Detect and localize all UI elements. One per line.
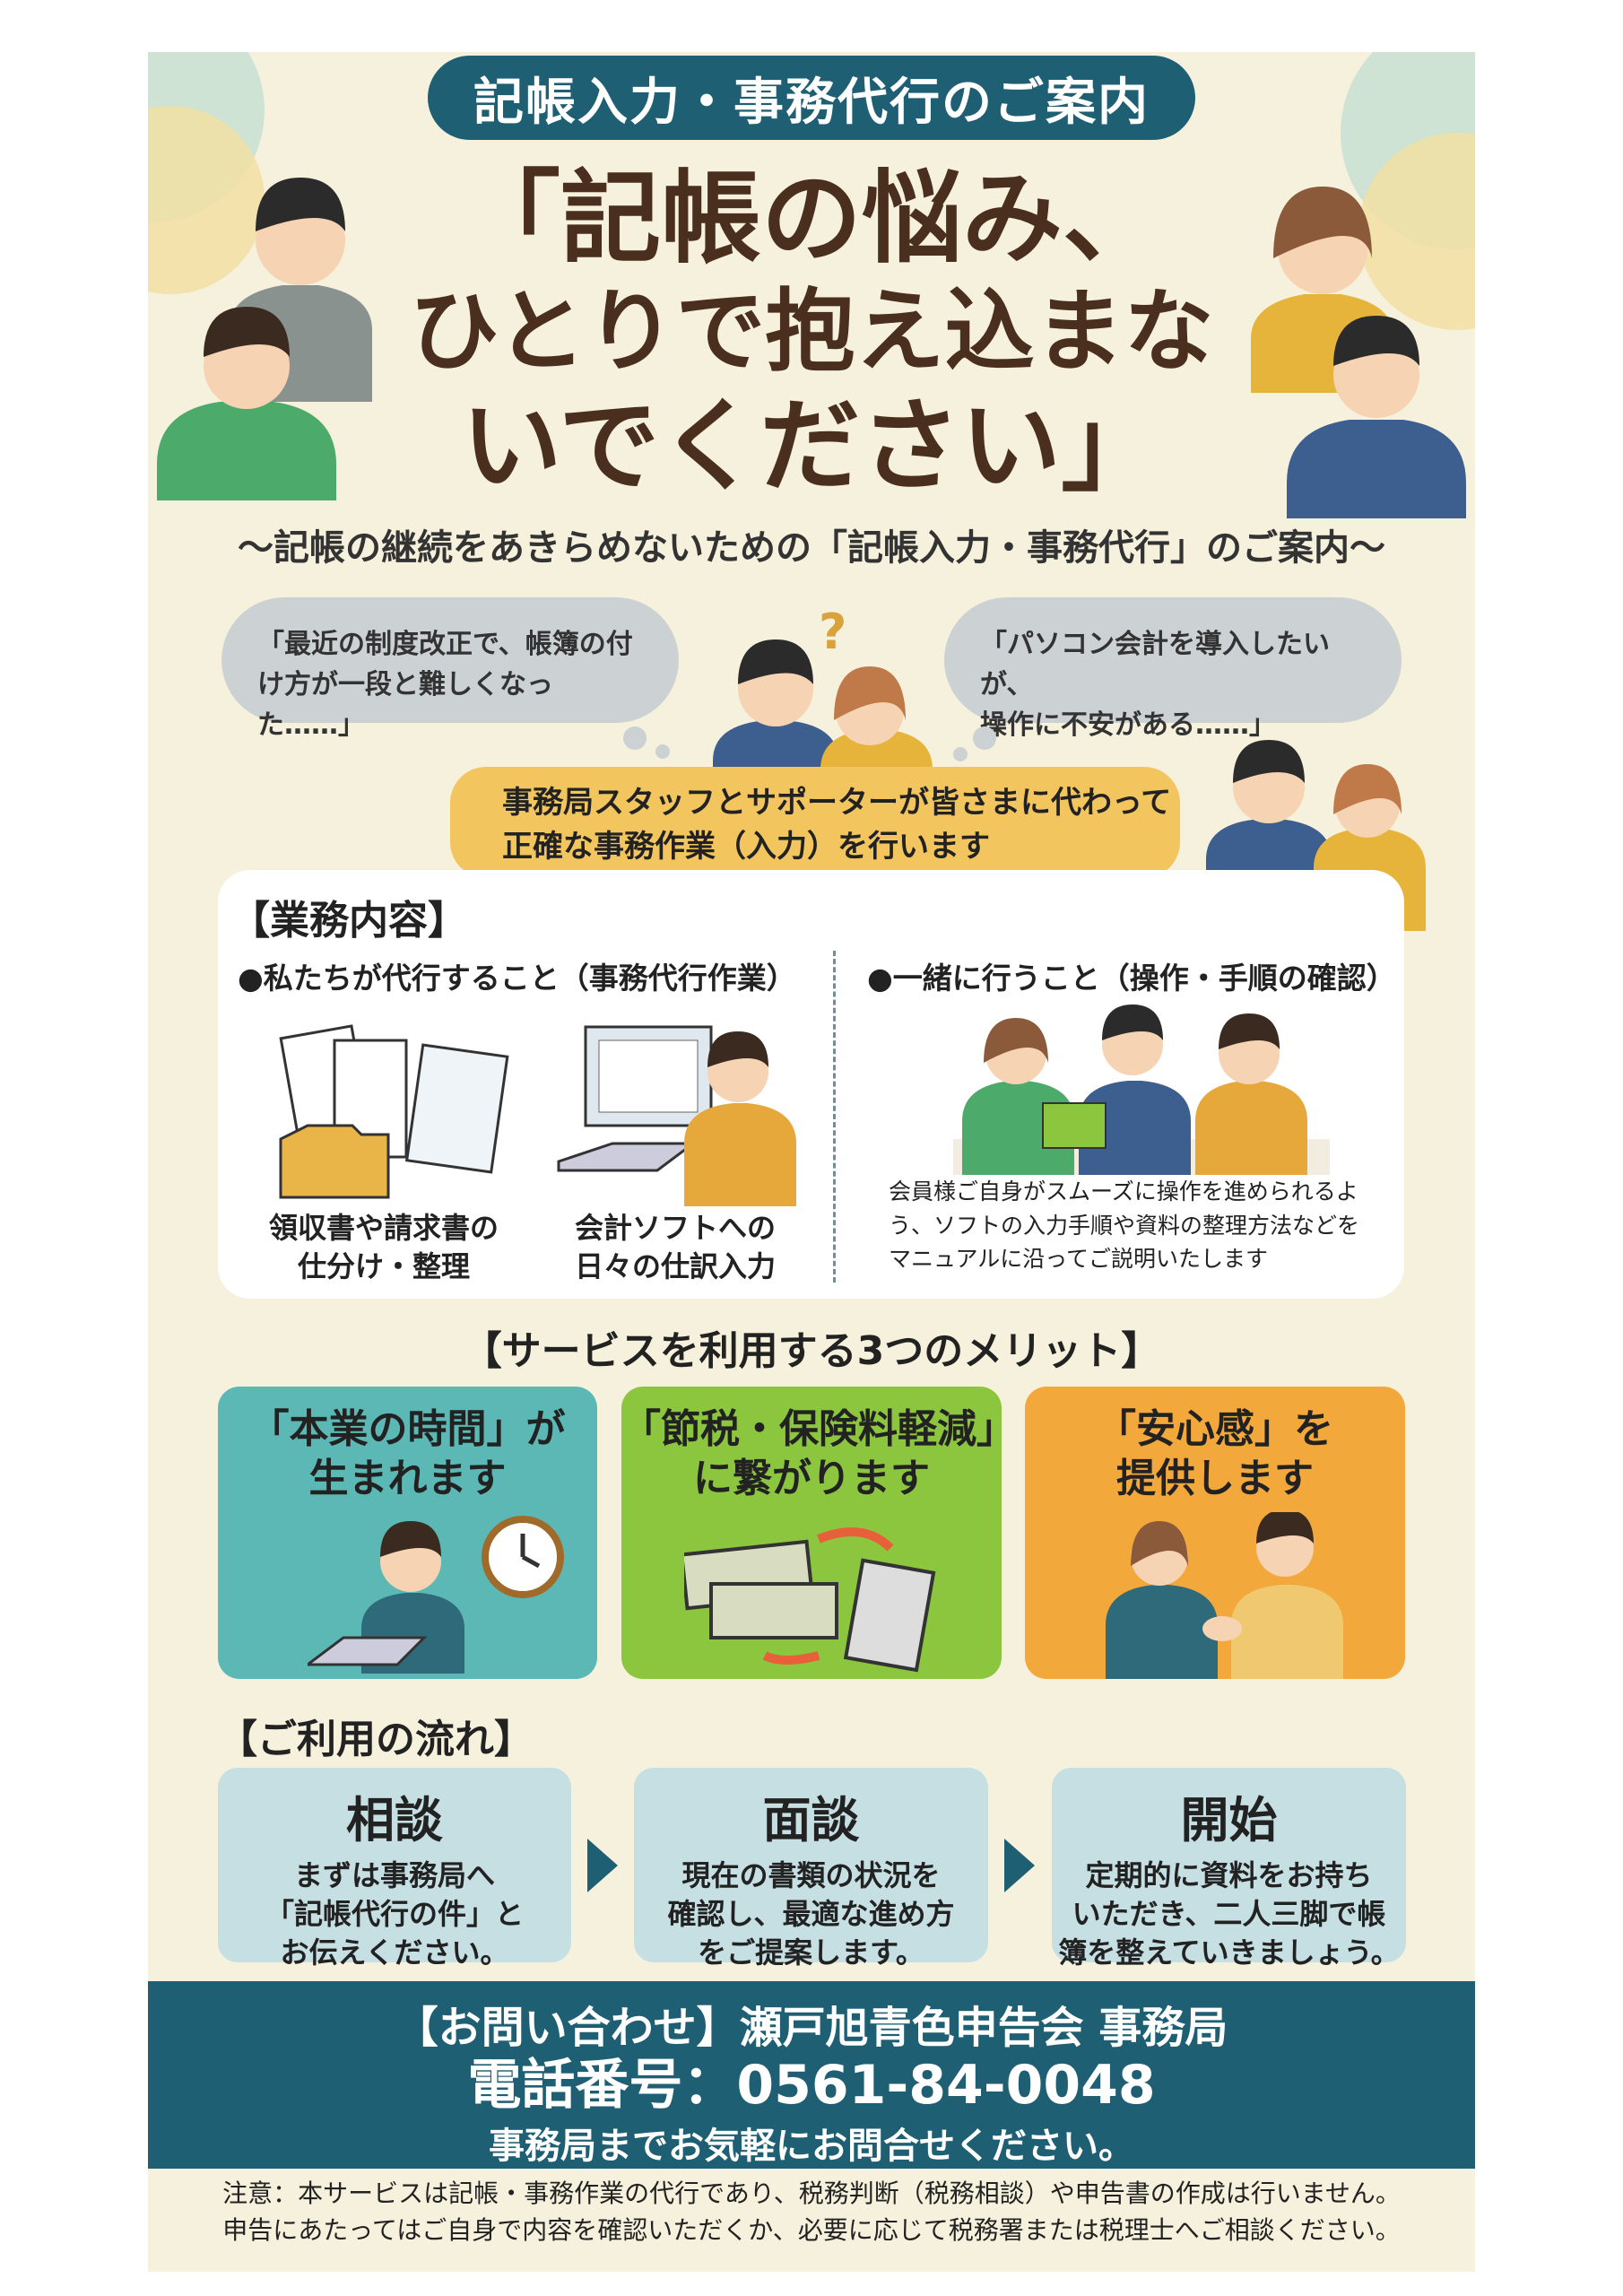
money-calculator-icon (684, 1527, 936, 1673)
banner-text: 事務局スタッフとサポーターが皆さまに代わって (502, 785, 1172, 821)
disclaimer-note: 注意：本サービスは記帳・事務作業の代行であり、税務判断（税務相談）や申告書の作成… (148, 2176, 1475, 2248)
title-pill: 記帳入力・事務代行のご案内 (428, 56, 1195, 140)
flyer: 記帳入力・事務代行のご案内 「記帳の悩み、 ひとりで抱え込まな いでください」 … (148, 52, 1475, 2272)
accounting-software-illustration (557, 1025, 796, 1206)
merit-line: 「節税・保険料軽減」 (621, 1406, 1002, 1452)
step-desc: 現在の書類の状況を確認し、最適な進め方をご提案します。 (634, 1857, 988, 1973)
contact-org: 【お問い合わせ】瀬戸旭青色申告会 事務局 (395, 2003, 1228, 2053)
note-line: 注意：本サービスは記帳・事務作業の代行であり、税務判断（税務相談）や申告書の作成… (222, 2179, 1401, 2208)
headline-line: いでください」 (461, 388, 1162, 505)
step-desc: 定期的に資料をお持ちいただき、二人三脚で帳簿を整えていきましょう。 (1052, 1857, 1406, 1973)
step-desc-line: 定期的に資料をお持ち (1085, 1858, 1373, 1892)
description-line: う、ソフトの入力手順や資料の整理方法などを (889, 1212, 1360, 1239)
services-title: 【業務内容】 (230, 898, 467, 944)
step-desc-line: お伝えください。 (280, 1935, 509, 1970)
step-title: 開始 (1180, 1792, 1278, 1848)
worried-businesswoman-illustration (1251, 187, 1466, 518)
delegated-tasks-heading: ●私たちが代行すること（事務代行作業） (238, 961, 796, 996)
merit-line: に繋がります (693, 1456, 930, 1501)
step-desc-line: 簿を整えていきましょう。 (1058, 1935, 1400, 1970)
worry-bubble-left: 「最近の制度改正で、帳簿の付け方が一段と難しくなった……」 (221, 597, 679, 741)
contact-phone[interactable]: 電話番号：0561-84-0048 (467, 2054, 1156, 2117)
note-line: 申告にあたってはご自身で内容を確認いただくか、必要に応じて税務署または税理士へご… (222, 2214, 1401, 2245)
step-desc-line: 「記帳代行の件」と (265, 1897, 524, 1932)
merit-card-time: 「本業の時間」が生まれます (218, 1387, 597, 1679)
worried-businessmen-illustration (157, 178, 372, 500)
task-label-line: 領収書や請求書の (268, 1211, 499, 1245)
thought-dot (623, 726, 647, 750)
arrow-right-icon (1004, 1839, 1035, 1892)
merit-title: 「節税・保険料軽減」に繋がります (621, 1405, 1002, 1503)
step-desc-line: 現在の書類の状況を (681, 1858, 941, 1892)
worry-text: け方が一段と難しくなった……」 (257, 669, 553, 741)
task-label-line: 仕分け・整理 (297, 1249, 470, 1284)
merit-line: 「安心感」を (1097, 1406, 1333, 1452)
arrow-right-icon (587, 1839, 618, 1892)
clock-worker-icon (308, 1516, 564, 1674)
thought-dot (953, 747, 968, 761)
service-banner: 事務局スタッフとサポーターが皆さまに代わって正確な事務作業（入力）を行います (450, 767, 1180, 878)
task-label: 会計ソフトへの日々の仕訳入力 (527, 1209, 823, 1286)
receipts-folder-icon (279, 1024, 509, 1199)
step-desc-line: をご提案します。 (698, 1935, 924, 1970)
headline-line: ひとりで抱え込まな (409, 279, 1214, 384)
step-desc-line: まずは事務局へ (293, 1858, 495, 1892)
step-title: 相談 (346, 1792, 443, 1848)
merit-title: 「安心感」を提供します (1025, 1405, 1405, 1503)
merit-line: 提供します (1116, 1456, 1314, 1501)
flow-step-consult: 相談 まずは事務局へ「記帳代行の件」とお伝えください。 (218, 1768, 571, 1970)
step-desc-line: いただき、二人三脚で帳 (1072, 1897, 1386, 1932)
shared-tasks-description: 会員様ご自身がスムーズに操作を進められるよう、ソフトの入力手順や資料の整理方法な… (889, 1175, 1359, 1276)
description-line: マニュアルに沿ってご説明いたします (889, 1246, 1269, 1272)
merit-card-savings: 「節税・保険料軽減」に繋がります (621, 1387, 1002, 1679)
step-desc: まずは事務局へ「記帳代行の件」とお伝えください。 (218, 1857, 571, 1973)
worry-bubble-right: 「パソコン会計を導入したいが、操作に不安がある……」 (944, 597, 1402, 741)
worry-text: 操作に不安がある……」 (980, 709, 1276, 741)
subtitle: 〜記帳の継続をあきらめないための「記帳入力・事務代行」のご案内〜 (238, 527, 1385, 569)
handshake-icon (1106, 1512, 1343, 1679)
flow-title: 【ご利用の流れ】 (218, 1717, 534, 1762)
worry-text: 「パソコン会計を導入したいが、 (980, 629, 1330, 700)
task-label: 領収書や請求書の仕分け・整理 (236, 1209, 532, 1286)
flow-step-interview: 面談 現在の書類の状況を確認し、最適な進め方をご提案します。 (634, 1768, 988, 1970)
headline-line: 「記帳の悩み、 (460, 161, 1163, 277)
step-desc-line: 確認し、最適な進め方 (667, 1897, 955, 1932)
contact-invite: 事務局までお気軽にお問合せください。 (489, 2126, 1134, 2167)
worry-text: 「最近の制度改正で、帳簿の付 (257, 629, 633, 660)
task-label-line: 会計ソフトへの (574, 1211, 776, 1245)
consultation-illustration (953, 1004, 1330, 1175)
task-label-line: 日々の仕訳入力 (574, 1249, 776, 1284)
contact-band: 【お問い合わせ】瀬戸旭青色申告会 事務局 電話番号：0561-84-0048 事… (148, 1981, 1475, 2169)
question-mark: ? (819, 604, 846, 660)
step-title: 面談 (762, 1792, 860, 1848)
merits-title: 【サービスを利用する3つのメリット】 (462, 1328, 1161, 1374)
description-line: 会員様ご自身がスムーズに操作を進められるよ (889, 1178, 1358, 1205)
merit-line: 生まれます (308, 1456, 507, 1501)
flow-step-start: 開始 定期的に資料をお持ちいただき、二人三脚で帳簿を整えていきましょう。 (1052, 1768, 1406, 1970)
merit-card-peace-of-mind: 「安心感」を提供します (1025, 1387, 1405, 1679)
services-panel: 【業務内容】 ●私たちが代行すること（事務代行作業） ●一緒に行うこと（操作・手… (218, 870, 1404, 1299)
merit-line: 「本業の時間」が (249, 1406, 566, 1452)
shared-tasks-heading: ●一緒に行うこと（操作・手順の確認） (867, 961, 1396, 996)
column-divider (833, 951, 836, 1283)
merit-title: 「本業の時間」が生まれます (218, 1405, 597, 1503)
thought-dot (655, 744, 670, 759)
thought-dot (973, 726, 996, 750)
banner-text: 正確な事務作業（入力）を行います (502, 829, 990, 865)
